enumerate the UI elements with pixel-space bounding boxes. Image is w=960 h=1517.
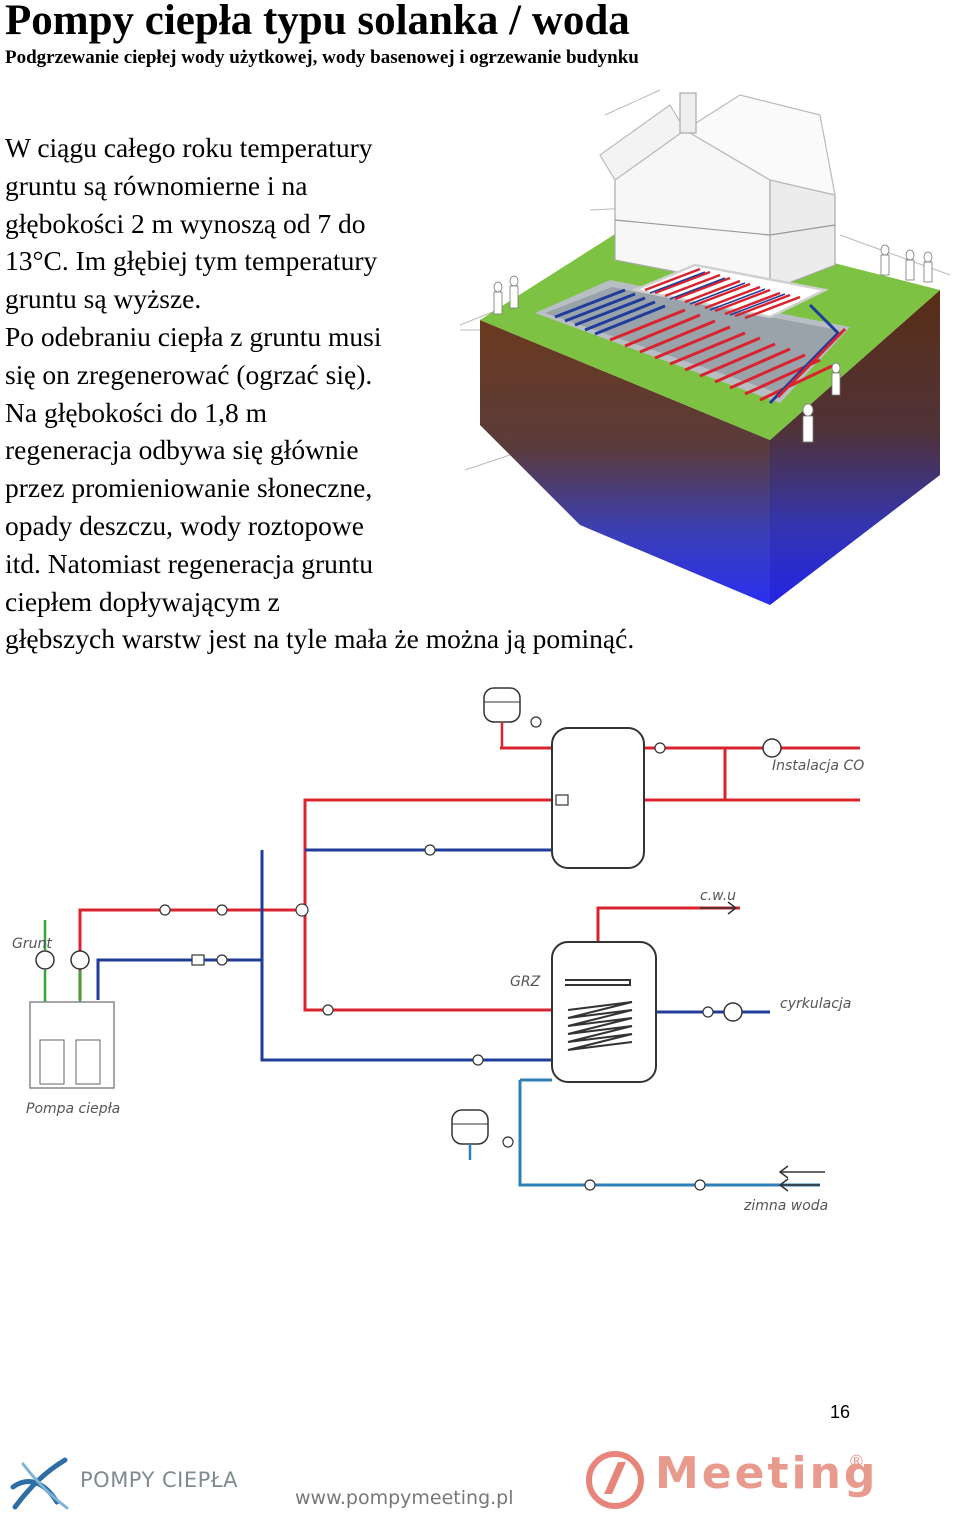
body-line: głębokości 2 m wynoszą od 7 do — [5, 207, 366, 239]
heat-pump-exchanger — [75, 1039, 101, 1085]
pompy-ciepla-logo-icon — [10, 1457, 69, 1510]
ground-collector-pipes — [554, 288, 847, 405]
body-line: itd. Natomiast regeneracja gruntu — [5, 547, 374, 579]
body-line: regeneracja odbywa się głównie — [5, 434, 359, 466]
hydraulic-schematic: Instalacja CO Grunt Pompa ciepła c.w.u G… — [12, 687, 864, 1214]
heat-pump-exchanger — [39, 1039, 65, 1085]
body-line: Na głębokości do 1,8 m — [5, 396, 267, 428]
pressure-gauge-icon — [530, 716, 542, 728]
footer-logo-text: POMPY CIEPŁA — [80, 1468, 238, 1492]
house — [599, 92, 836, 291]
circulation-pump-icon — [762, 738, 782, 758]
valve-icon — [322, 1004, 334, 1016]
label-heat-pump: Pompa ciepła — [26, 1101, 120, 1117]
floor-heating-pipes — [630, 263, 829, 320]
label-circulation: cyrkulacja — [780, 996, 851, 1012]
label-heater: GRZ — [510, 974, 541, 990]
meeting-logo-text: Meeting — [655, 1448, 879, 1499]
page-subtitle: Podgrzewanie ciepłej wody użytkowej, wod… — [5, 47, 639, 68]
heater-element — [565, 979, 631, 986]
valve-icon — [654, 742, 666, 754]
label-installation: Instalacja CO — [772, 758, 864, 774]
buffer-tank — [551, 727, 645, 869]
pressure-gauge-icon — [502, 1136, 514, 1148]
pipe-pump-return — [96, 850, 264, 1000]
dhw-tank — [551, 941, 657, 1083]
body-line: 13°C. Im głębiej tym temperatury — [5, 245, 378, 277]
body-line: gruntu są równomierne i na — [5, 169, 308, 201]
valve-icon — [216, 904, 228, 916]
arrow-right-icon — [700, 901, 738, 915]
label-ground: Grunt — [12, 936, 52, 952]
check-valve-icon — [424, 844, 436, 856]
pipe-cold-water — [518, 1080, 820, 1187]
valve-icon — [472, 1054, 484, 1066]
pipe-supply-buffer — [303, 798, 860, 910]
body-paragraph: W ciągu całego roku temperatury gruntu s… — [5, 129, 725, 658]
expansion-vessel — [451, 1109, 489, 1145]
check-valve-icon — [702, 1006, 714, 1018]
page-number: 16 — [830, 1402, 851, 1422]
valve-icon — [694, 1179, 706, 1191]
soil-side-face — [770, 290, 940, 605]
collector-pit-floor — [545, 287, 838, 393]
body-line: W ciągu całego roku temperatury — [5, 132, 373, 163]
valve-icon — [584, 1179, 596, 1191]
check-valve-icon — [159, 904, 171, 916]
meeting-logo-icon — [586, 1451, 644, 1509]
label-cold-water: zimna woda — [743, 1198, 828, 1214]
filter-icon — [555, 794, 569, 806]
circulation-pump-icon — [35, 950, 55, 970]
body-line: przez promieniowanie słoneczne, — [5, 472, 373, 504]
body-line: głębszych warstw jest na tyle mała że mo… — [5, 623, 635, 655]
ground-collector-illustration — [459, 89, 951, 605]
people-figures — [493, 244, 933, 443]
soil-front-face — [480, 320, 770, 605]
body-line: ciepłem dopływającym z — [5, 585, 280, 617]
registered-mark: ® — [848, 1452, 865, 1472]
label-hot-water: c.w.u — [700, 888, 736, 904]
circulation-pump-icon — [70, 950, 90, 970]
footer-url[interactable]: www.pompymeeting.pl — [295, 1487, 514, 1509]
circulation-pump-icon — [723, 1002, 743, 1022]
body-line: Po odebraniu ciepła z gruntu musi — [5, 320, 382, 352]
valve-icon — [216, 954, 228, 966]
body-line: gruntu są wyższe. — [5, 283, 202, 315]
coil-heat-exchanger — [567, 1001, 633, 1051]
body-line: się on zregenerować (ogrzać się). — [5, 358, 373, 390]
page-title: Pompy ciepła typu solanka / woda — [5, 0, 630, 44]
three-way-valve-icon — [295, 903, 309, 917]
pipe-hot-water — [596, 906, 740, 942]
body-line: opady deszczu, wody roztopowe — [5, 509, 364, 541]
arrow-left-icon — [778, 1165, 825, 1179]
filter-icon — [191, 954, 205, 966]
pipe-dhw-return — [260, 960, 552, 1062]
arrow-left-icon — [778, 1178, 820, 1192]
expansion-vessel — [483, 687, 521, 723]
